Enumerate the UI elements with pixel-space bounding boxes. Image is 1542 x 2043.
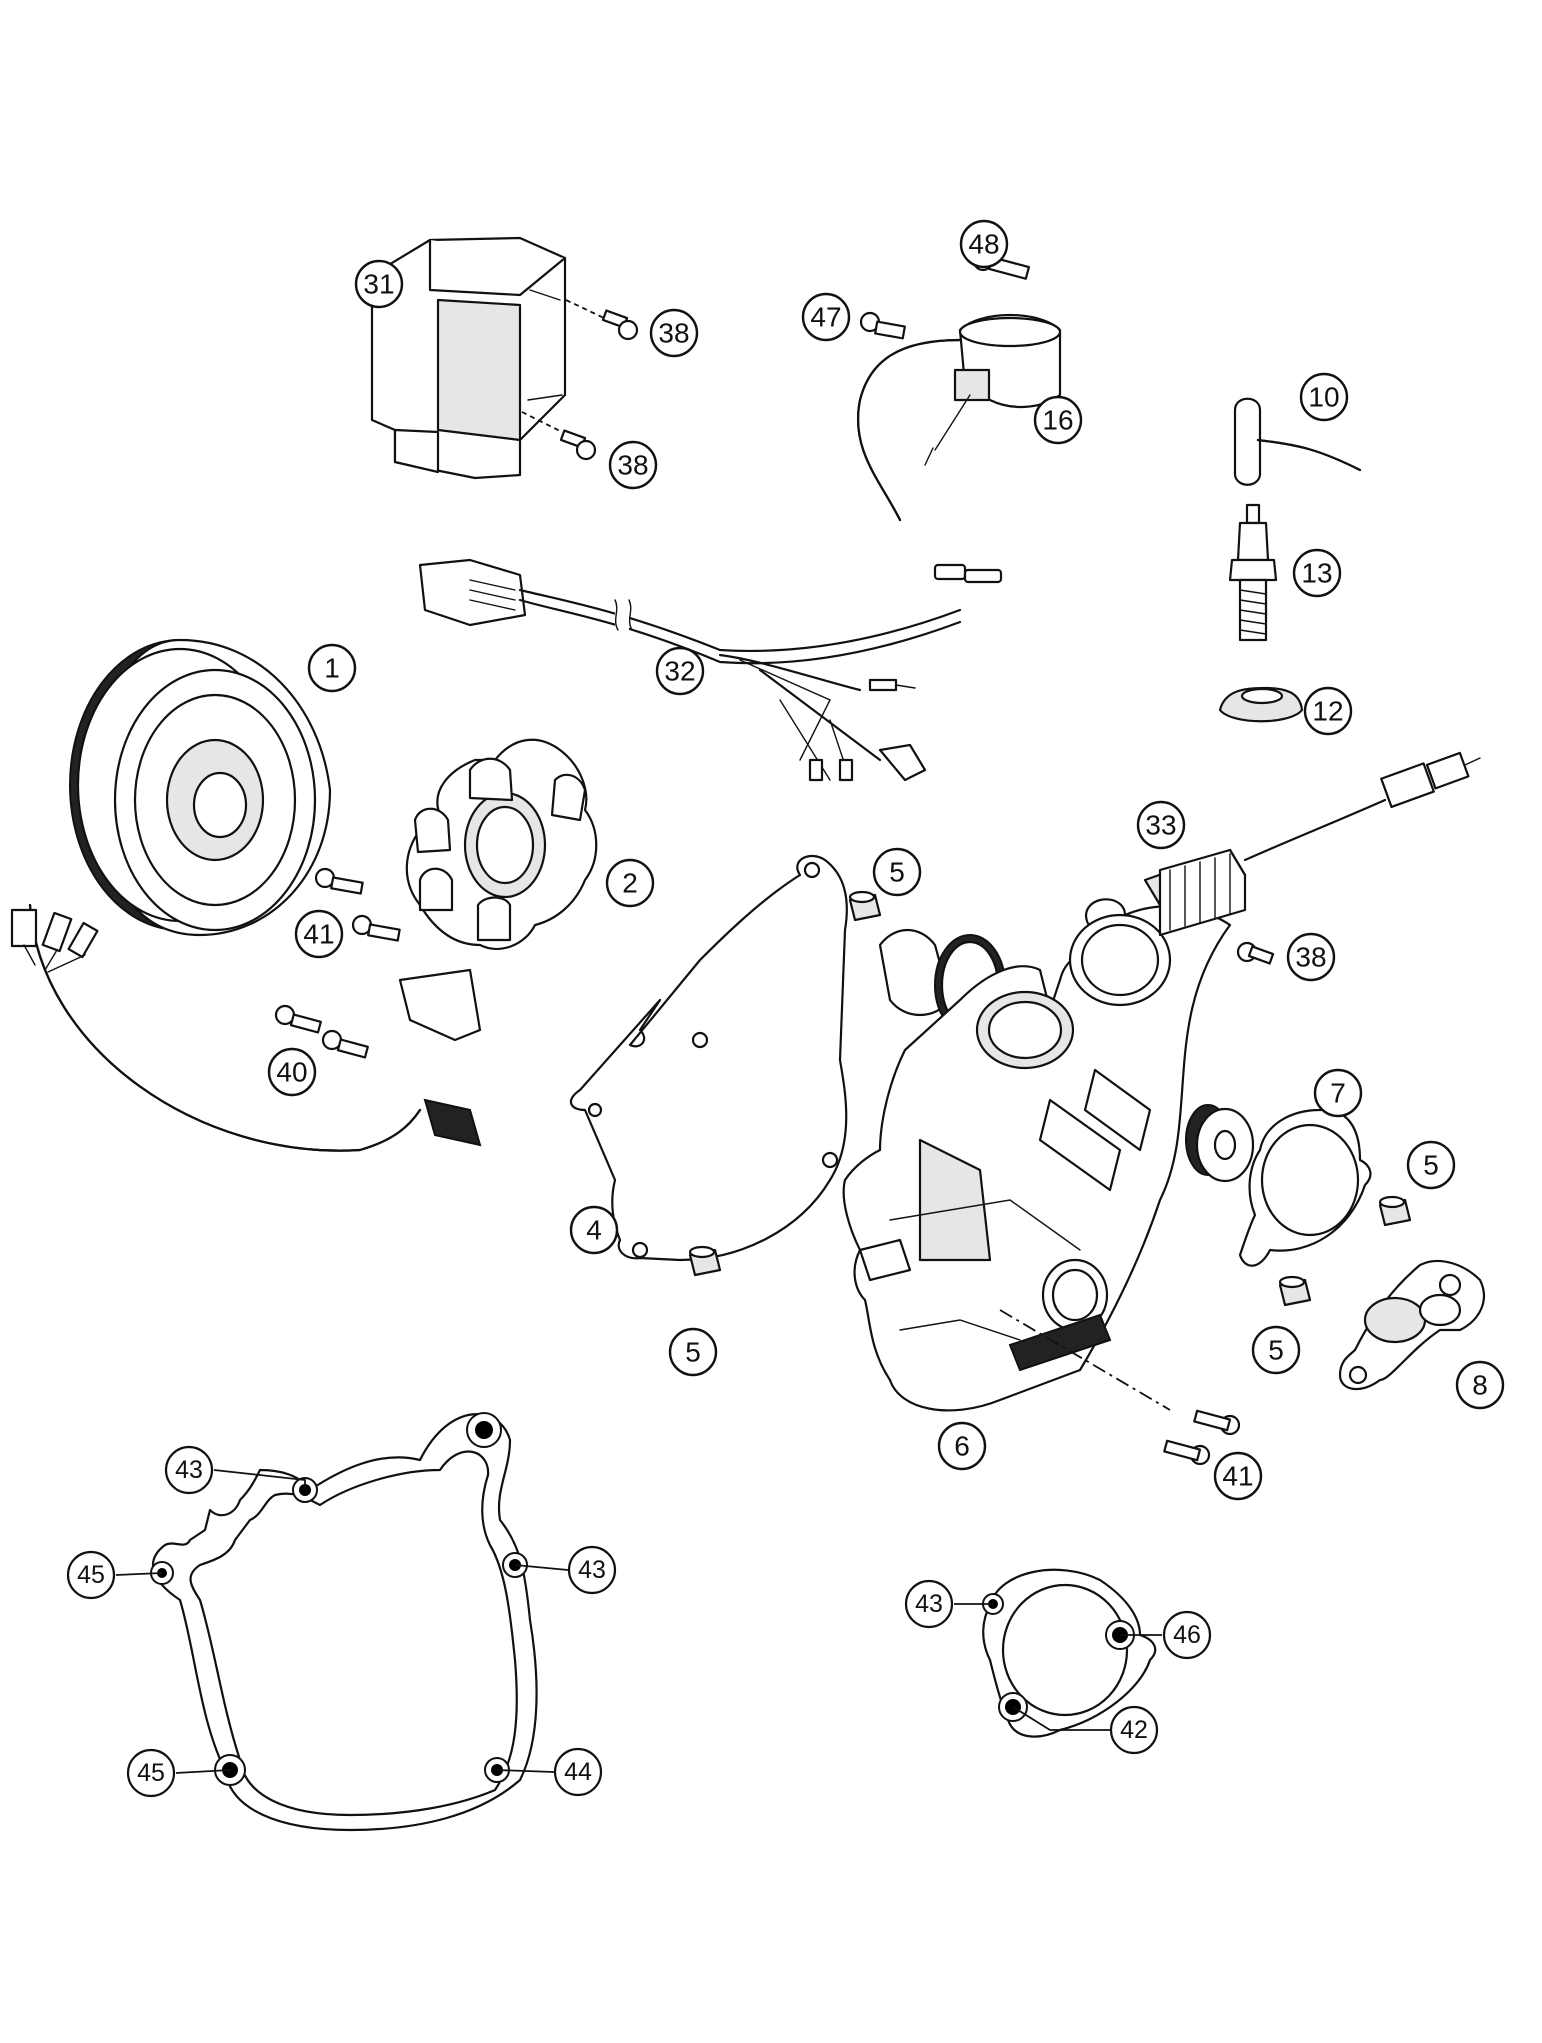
callout-5d: 5 [1251,1325,1301,1375]
dowel-5c [1378,1195,1412,1227]
callout-47: 47 [801,292,851,342]
callout-43c-label: 43 [915,1590,943,1618]
callout-46: 46 [1162,1610,1212,1660]
callout-13-label: 13 [1301,558,1332,589]
callout-13: 13 [1292,548,1342,598]
callout-7: 7 [1313,1068,1363,1118]
callout-40-label: 40 [276,1057,307,1088]
callout-38a-label: 38 [658,318,689,349]
dowel-5d [1278,1275,1312,1307]
callout-32-label: 32 [664,656,695,687]
screw-38c [1236,941,1275,965]
screws-41-40 [274,867,401,1059]
callout-43c: 43 [904,1579,954,1629]
callout-33: 33 [1136,800,1186,850]
callout-43b: 43 [567,1545,617,1595]
callout-31: 31 [354,259,404,309]
callout-31-label: 31 [363,269,394,300]
callout-5a: 5 [872,847,922,897]
callout-7-label: 7 [1330,1078,1346,1109]
part-8-gear-cover [1338,1260,1485,1391]
callout-43a-label: 43 [175,1456,203,1484]
callout-42: 42 [1109,1705,1159,1755]
callout-5c-label: 5 [1423,1150,1439,1181]
callout-38c-label: 38 [1295,942,1326,973]
screw-38b [521,411,597,461]
screws-41-cover [1163,1409,1241,1466]
part-33-voltage-regulator [1143,751,1481,937]
callout-45a-label: 45 [77,1561,105,1589]
callout-33-label: 33 [1145,810,1176,841]
part-2-stator [398,738,598,1147]
callout-44: 44 [553,1747,603,1797]
part-4-gasket [569,854,848,1262]
callout-6: 6 [937,1421,987,1471]
callout-1-label: 1 [324,653,340,684]
callout-5a-label: 5 [889,857,905,888]
callout-41b-label: 41 [1222,1461,1253,1492]
callout-2: 2 [605,858,655,908]
callout-5b: 5 [668,1327,718,1377]
callout-38a: 38 [649,308,699,358]
leader-lines [115,1469,1162,1774]
screw-38a [565,299,639,341]
callout-46-label: 46 [1173,1621,1201,1649]
callout-16-label: 16 [1042,405,1073,436]
callout-4: 4 [569,1205,619,1255]
intermediate-gear [1185,1104,1255,1183]
callout-45b: 45 [126,1748,176,1798]
callout-41a-label: 41 [303,919,334,950]
screw-47 [859,311,906,340]
callout-10-label: 10 [1308,382,1339,413]
part-16-ignition-coil [857,314,1062,522]
part-10-spark-plug-cap [1233,397,1362,486]
part-7-small-gasket [1238,1108,1372,1267]
small-gasket-pattern [982,1568,1157,1738]
callout-38b-label: 38 [617,450,648,481]
callout-8: 8 [1455,1360,1505,1410]
callout-32: 32 [655,646,705,696]
callout-1: 1 [307,643,357,693]
callout-38c: 38 [1286,932,1336,982]
callout-2-label: 2 [622,868,638,899]
callout-5b-label: 5 [685,1337,701,1368]
callout-48-label: 48 [968,229,999,260]
callout-43a: 43 [164,1445,214,1495]
part-32-wiring-harness [418,558,1003,782]
part-1-flywheel [69,638,332,937]
part-13-spark-plug [1228,503,1278,642]
callout-45b-label: 45 [137,1759,165,1787]
callout-42-label: 42 [1120,1716,1148,1744]
callout-4-label: 4 [586,1215,602,1246]
callout-5d-label: 5 [1268,1335,1284,1366]
dowel-5a [848,890,882,922]
callout-40: 40 [267,1047,317,1097]
callout-41a: 41 [294,909,344,959]
callout-12-label: 12 [1312,696,1343,727]
flywheel-wire [10,903,422,1152]
callout-44-label: 44 [564,1758,592,1786]
callout-43b-label: 43 [578,1556,606,1584]
callout-45a: 45 [66,1550,116,1600]
callout-5c: 5 [1406,1140,1456,1190]
callout-48: 48 [959,219,1009,269]
callout-41b: 41 [1213,1451,1263,1501]
callout-8-label: 8 [1472,1370,1488,1401]
part-31-control-unit [370,236,567,480]
dowel-5b [688,1245,722,1277]
callout-38b: 38 [608,440,658,490]
part-12-seal [1218,686,1304,723]
callout-16: 16 [1033,395,1083,445]
callout-6-label: 6 [954,1431,970,1462]
part-6-ignition-cover [842,898,1232,1412]
large-gasket-pattern [150,1412,538,1832]
callout-47-label: 47 [810,302,841,333]
callout-10: 10 [1299,372,1349,422]
callout-12: 12 [1303,686,1353,736]
